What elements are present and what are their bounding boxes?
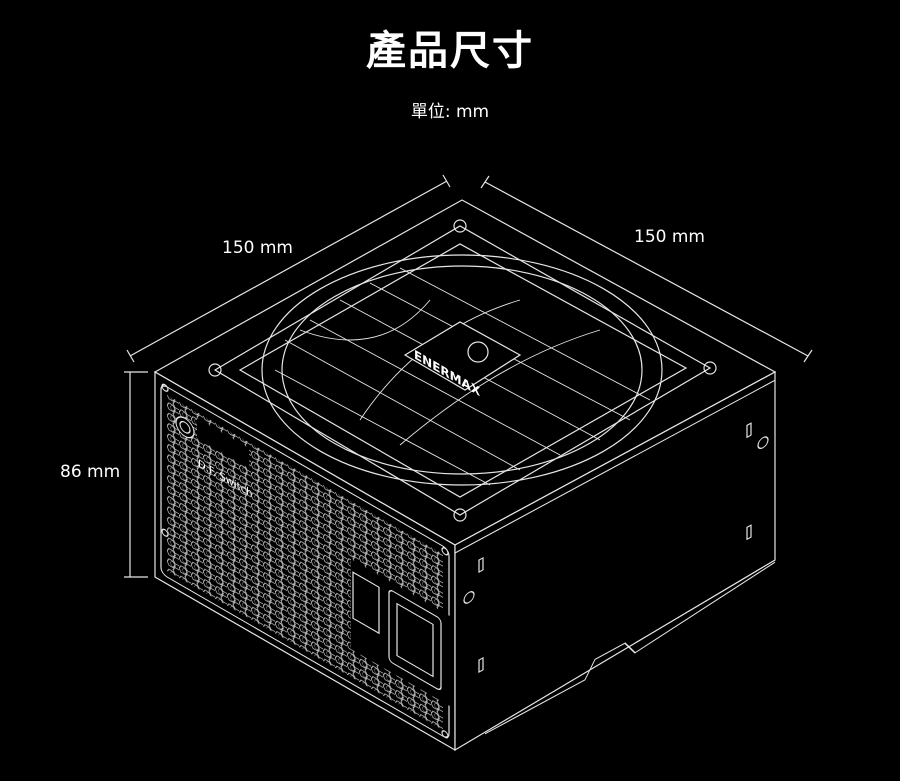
fan [208, 219, 717, 522]
fan-hub [403, 321, 522, 391]
unit-label: 單位: mm [410, 102, 490, 122]
height-dimension-label: 86 mm [60, 462, 121, 482]
side-face [454, 370, 776, 752]
page-title: 產品尺寸 [366, 28, 534, 74]
side-details [455, 379, 776, 735]
power-switch [352, 571, 380, 635]
ac-inlet [388, 590, 442, 691]
dimension-lines [124, 174, 813, 578]
width-dimension-label: 150 mm [634, 227, 705, 247]
depth-dimension-label: 150 mm [222, 238, 293, 258]
